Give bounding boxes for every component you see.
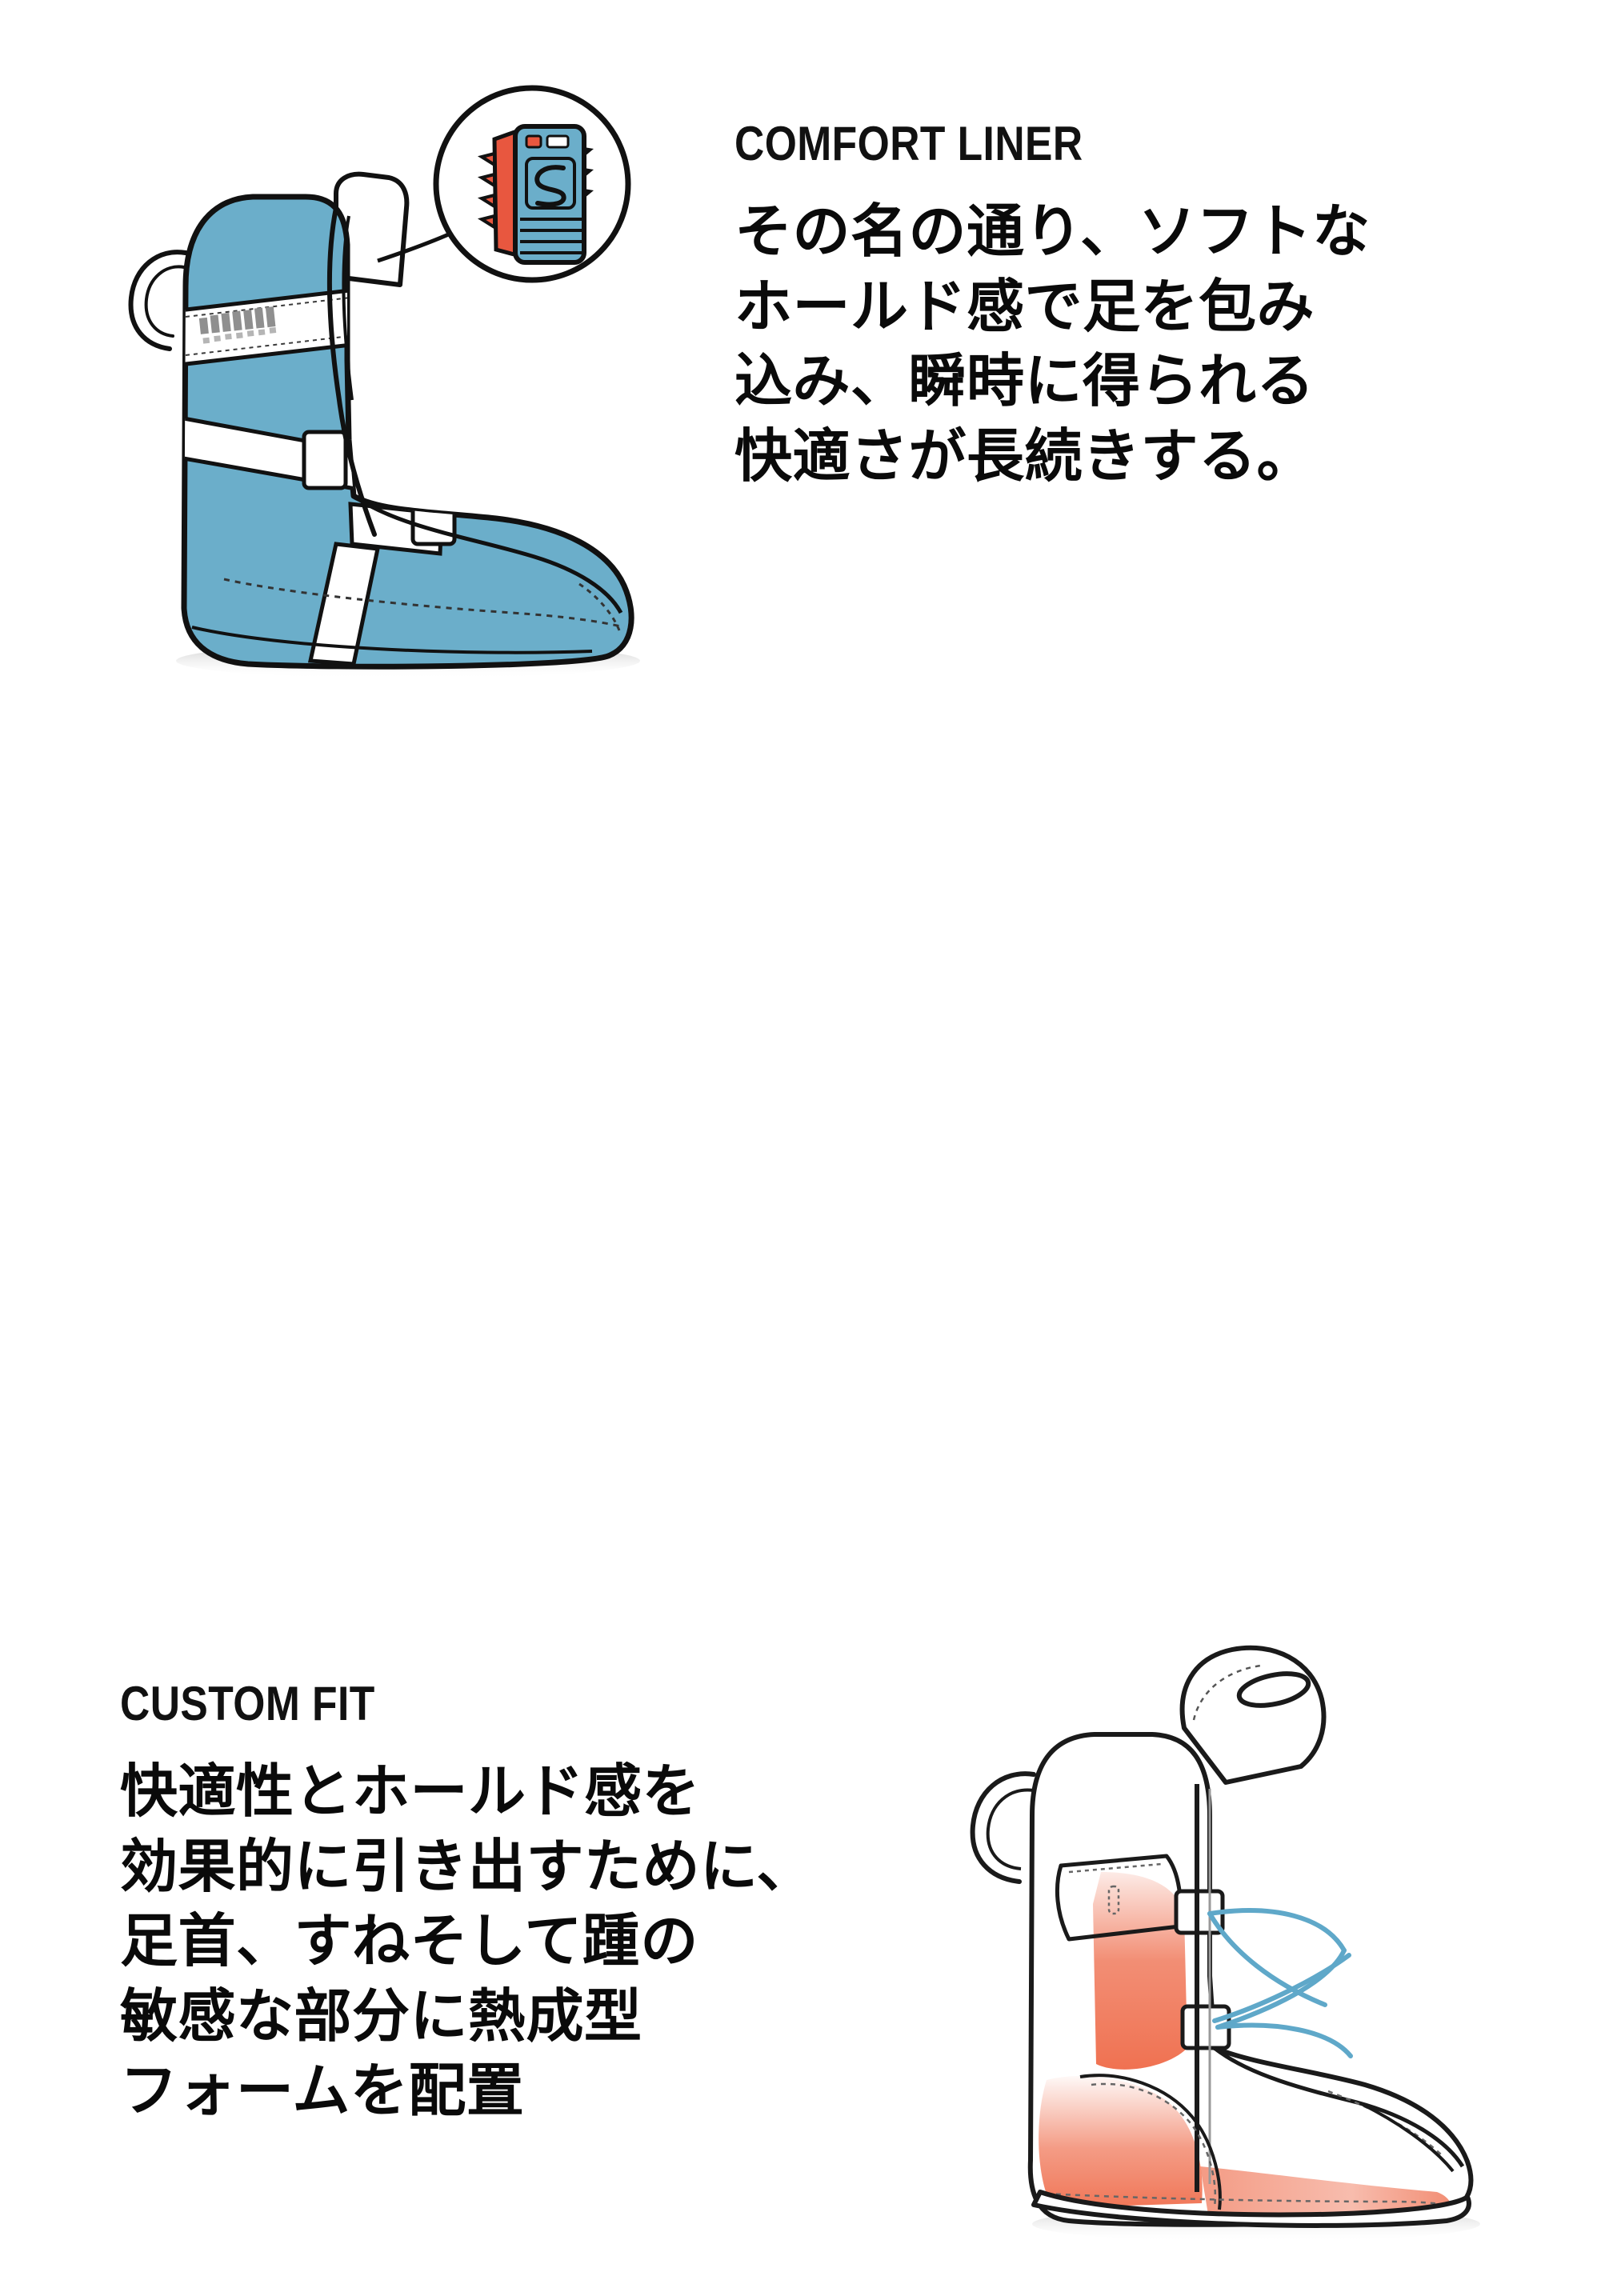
body-line: ホールド感で足を包み (734, 274, 1315, 339)
toe-stripe (307, 542, 381, 666)
liner-lace-line (326, 206, 377, 537)
body-line: 快適性とホールド感を (120, 1760, 701, 1824)
lace-lock-callout (433, 85, 631, 283)
body-line: フォームを配置 (120, 2059, 525, 2124)
body-line: 効果的に引き出すために、 (120, 1834, 815, 1899)
blue-boot-liner-illustration (96, 85, 704, 728)
comfort-liner-title: COMFORT LINER (734, 117, 1083, 170)
custom-fit-text-block: CUSTOM FIT 快適性とホールド感を 効果的に引き出すために、 足首、すね… (120, 1680, 928, 2130)
section-custom-fit: CUSTOM FIT 快適性とホールド感を 効果的に引き出すために、 足首、すね… (0, 800, 1601, 2242)
salomon-s-glyph (534, 165, 566, 207)
body-line: 敏感な部分に熱成型 (120, 1984, 642, 2049)
body-line: 足首、すねそして踵の (120, 1910, 698, 1974)
boot-body (1027, 1732, 1474, 2228)
section-comfort-liner: COMFORT LINER その名の通り、ソフトな ホールド感で足を包み 込み、… (0, 0, 1601, 800)
comfort-liner-text-block: COMFORT LINER その名の通り、ソフトな ホールド感で足を包み 込み、… (734, 120, 1543, 494)
custom-fit-title: CUSTOM FIT (120, 1677, 375, 1730)
boot-body (181, 194, 634, 670)
body-line: 快適さが長続きする。 (734, 424, 1315, 489)
heel-pull-loop (128, 250, 188, 351)
poster-canvas: COMFORT LINER その名の通り、ソフトな ホールド感で足を包み 込み、… (0, 0, 1601, 2242)
lace-lock-buckle (477, 124, 594, 265)
salomon-wordmark (198, 306, 277, 344)
white-boot-liner-illustration (912, 1632, 1488, 2296)
custom-fit-body: 快適性とホールド感を 効果的に引き出すために、 足首、すねそして踵の 敏感な部分… (120, 1755, 928, 2130)
liner-collar (1179, 1645, 1327, 1785)
body-line: 込み、瞬時に得られる (734, 350, 1315, 414)
heat-zone-shin (1093, 1872, 1187, 2070)
comfort-liner-body: その名の通り、ソフトな ホールド感で足を包み 込み、瞬時に得られる 快適さが長続… (734, 195, 1543, 494)
body-line: その名の通り、ソフトな (734, 200, 1371, 264)
